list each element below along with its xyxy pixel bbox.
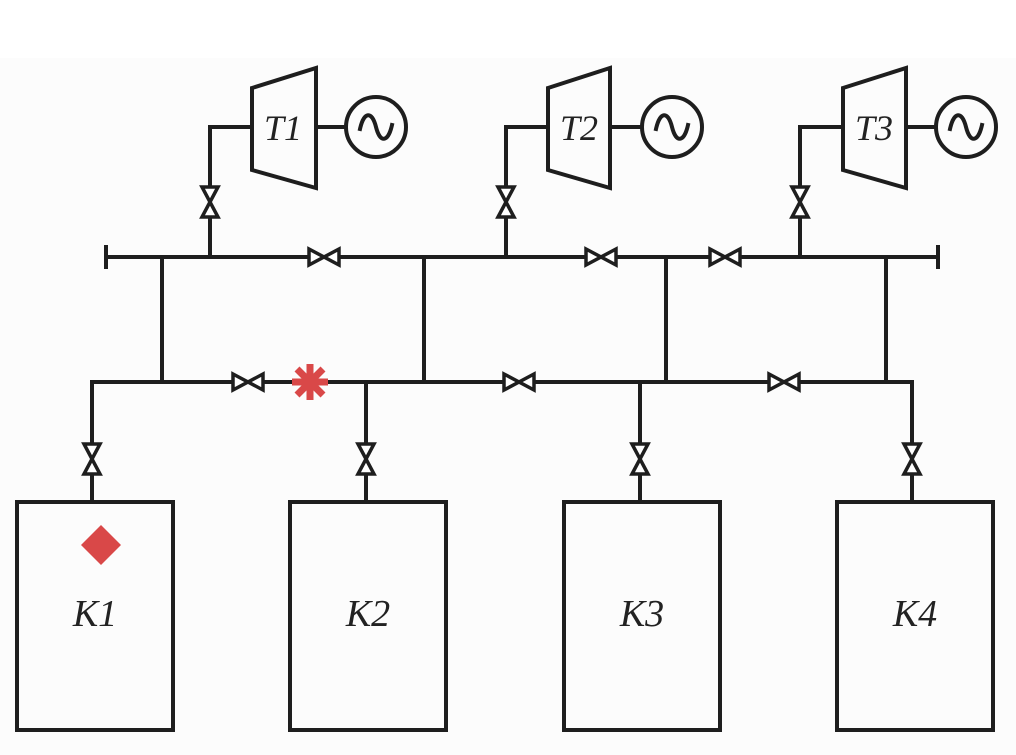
- boiler-k2-body: [288, 500, 448, 732]
- sine-icon: [357, 113, 395, 141]
- sine-icon: [653, 113, 691, 141]
- generator-g2: [640, 95, 704, 159]
- turbine-label-t3: T3: [855, 108, 893, 148]
- boiler-diamond-icon: [81, 525, 121, 565]
- valve-upper-header-1[interactable]: [307, 246, 341, 268]
- valve-turbine-t3[interactable]: [789, 185, 811, 219]
- valve-upper-header-2[interactable]: [584, 246, 618, 268]
- generator-g3: [934, 95, 998, 159]
- turbine-label-t2: T2: [560, 108, 598, 148]
- turbine-t1-body: [250, 65, 318, 191]
- boiler-k3-body: [562, 500, 722, 732]
- valve-boiler-k4[interactable]: [901, 442, 923, 476]
- valve-turbine-t1[interactable]: [199, 185, 221, 219]
- valve-turbine-t2[interactable]: [495, 185, 517, 219]
- boiler-label-k2: К2: [345, 593, 390, 635]
- valve-boiler-k3[interactable]: [629, 442, 651, 476]
- valve-lower-header-2[interactable]: [502, 371, 536, 393]
- boiler-label-k3: К3: [619, 593, 664, 635]
- turbine-label-t1: T1: [264, 108, 302, 148]
- boiler-label-k4: К4: [892, 593, 937, 635]
- sine-icon: [947, 113, 985, 141]
- header-risers: [160, 255, 888, 384]
- valve-lower-header-3[interactable]: [767, 371, 801, 393]
- turbine-t2-body: [546, 65, 612, 191]
- fault-asterisk-icon: [292, 364, 328, 400]
- valve-boiler-k1[interactable]: [81, 442, 103, 476]
- generator-g1: [344, 95, 408, 159]
- valve-boiler-k2[interactable]: [355, 442, 377, 476]
- valve-upper-header-3[interactable]: [708, 246, 742, 268]
- turbine-t3-body: [841, 65, 908, 191]
- valve-lower-header-1[interactable]: [231, 371, 265, 393]
- boiler-label-k1: К1: [72, 593, 117, 635]
- boiler-k4-body: [835, 500, 995, 732]
